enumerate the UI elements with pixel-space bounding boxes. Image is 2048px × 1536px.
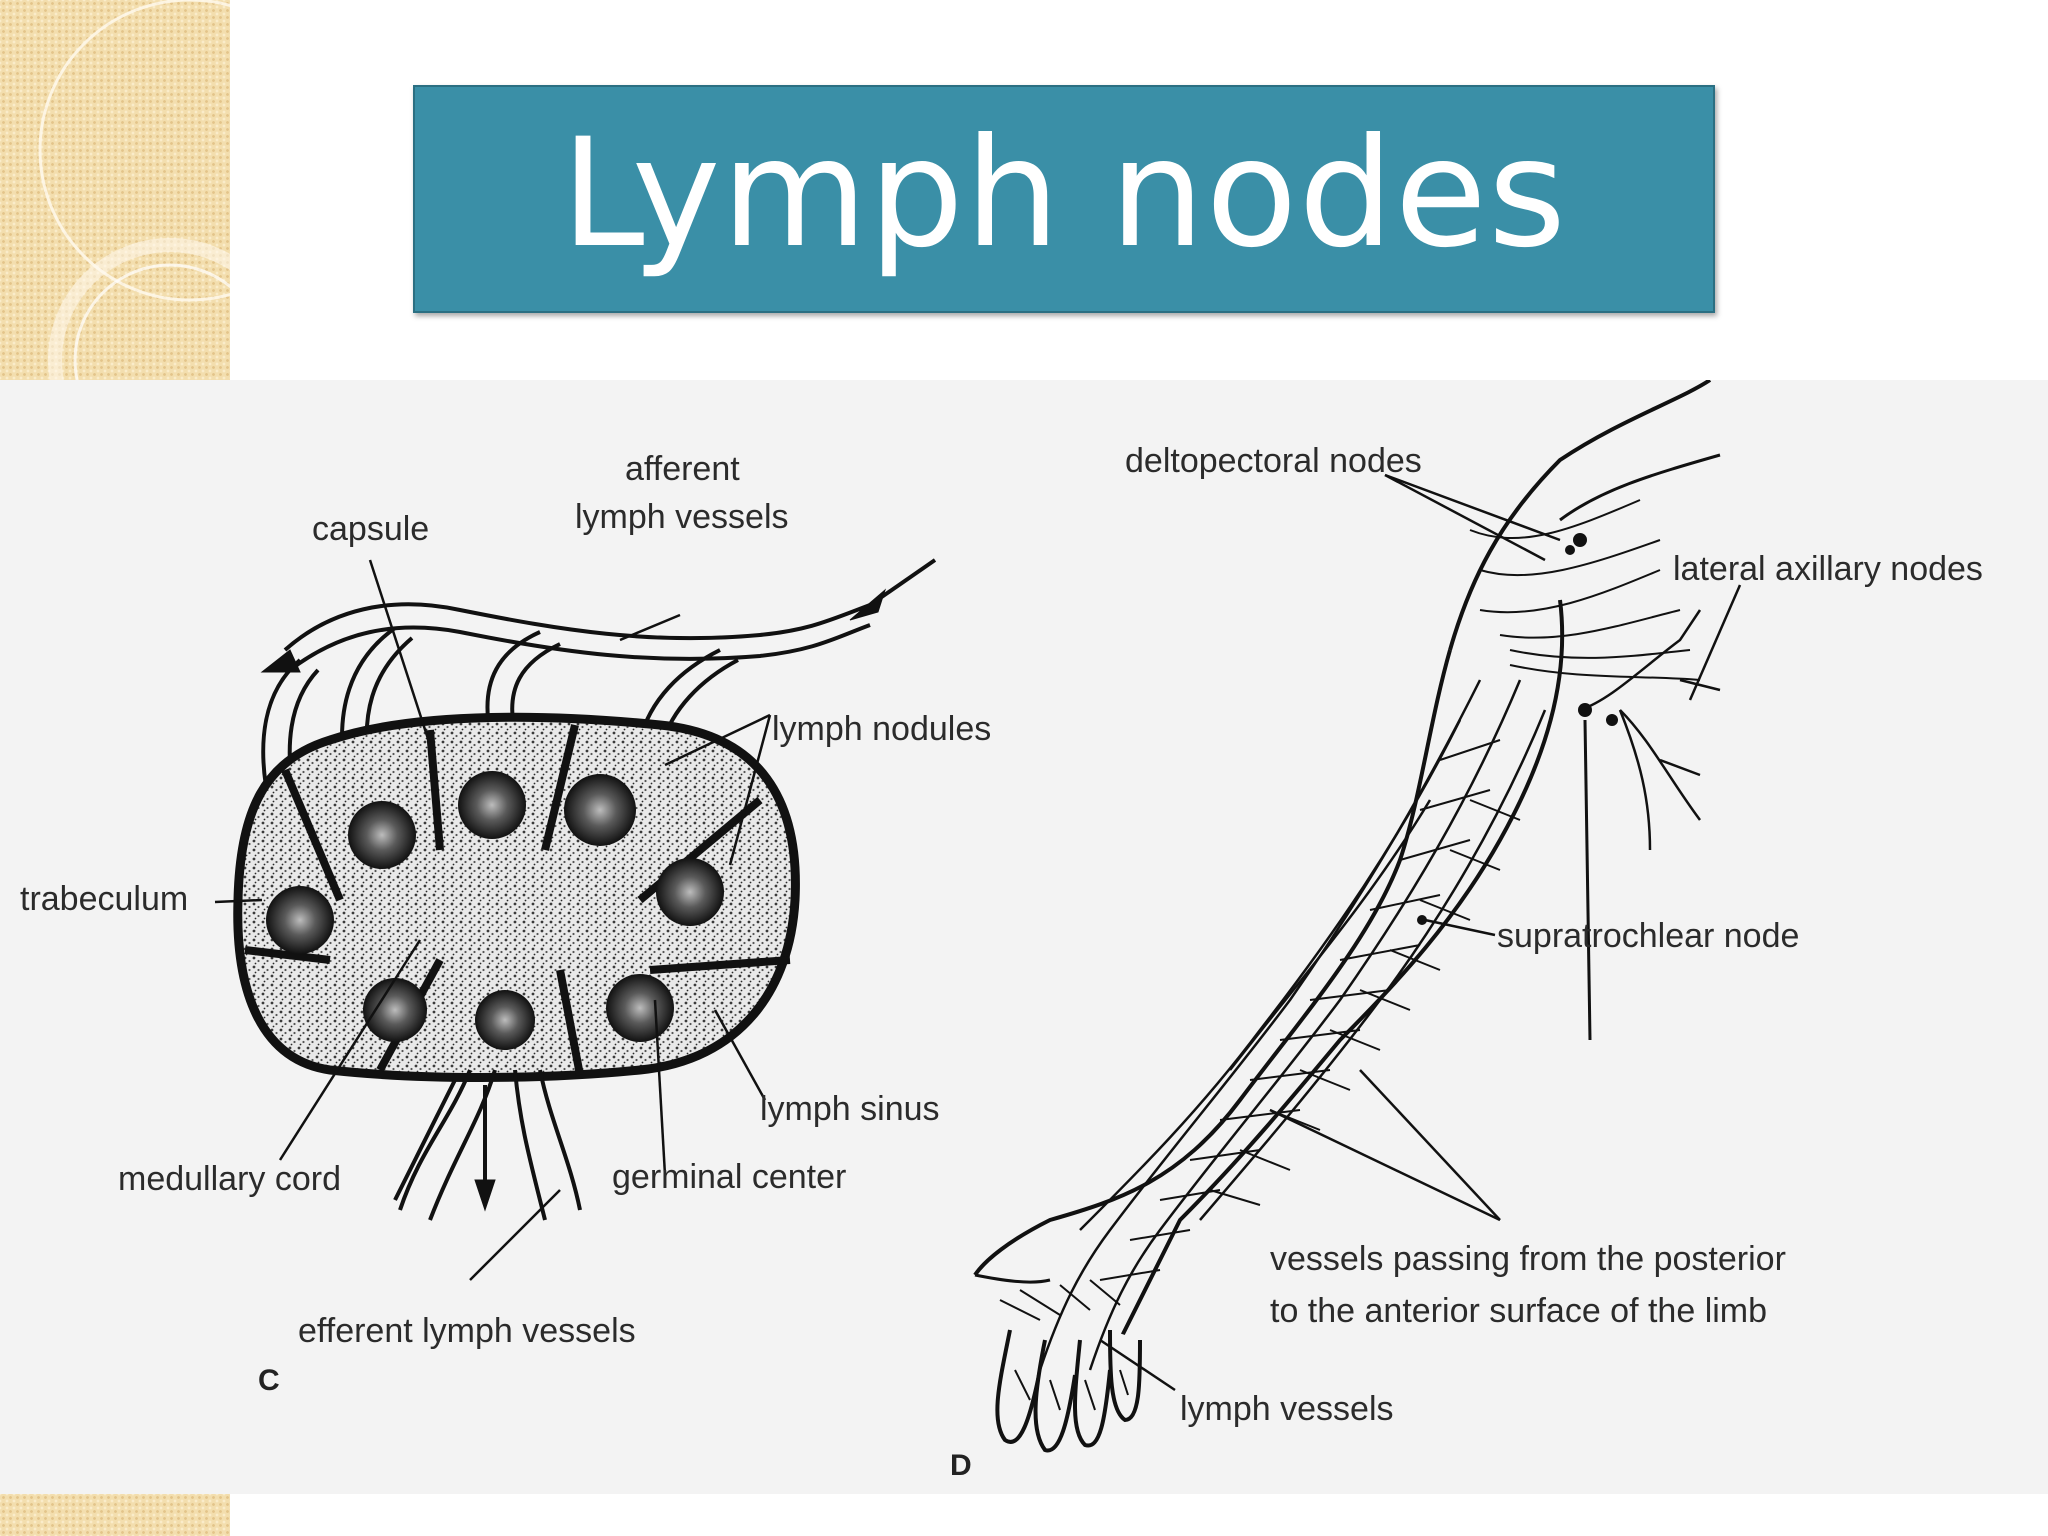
panel-c-labels: afferent lymph vessels capsule lymph nod… [20, 450, 991, 1397]
label-deltopectoral-nodes: deltopectoral nodes [1125, 442, 1422, 480]
label-supratrochlear-node: supratrochlear node [1497, 917, 1799, 955]
panel-d-drawing [973, 380, 1742, 1453]
label-lymph-vessels: lymph vessels [1180, 1390, 1394, 1428]
lymph-node-figure: afferent lymph vessels capsule lymph nod… [0, 380, 2048, 1494]
label-lateral-axillary-nodes: lateral axillary nodes [1673, 550, 1983, 588]
decorative-pattern-bottom [0, 1494, 230, 1536]
label-lymph-sinus: lymph sinus [760, 1090, 940, 1128]
panel-d-letter: D [950, 1449, 972, 1482]
label-germinal-center: germinal center [612, 1158, 846, 1196]
panel-d-labels: deltopectoral nodes lateral axillary nod… [950, 442, 1983, 1482]
slide-title: Lymph nodes [560, 107, 1568, 281]
label-afferent-line2: lymph vessels [575, 498, 789, 536]
label-capsule: capsule [312, 510, 429, 548]
label-efferent-lymph-vessels: efferent lymph vessels [298, 1312, 636, 1350]
title-banner: Lymph nodes [413, 85, 1715, 313]
panel-c-drawing [214, 558, 937, 1281]
label-afferent-line1: afferent [625, 450, 740, 488]
label-vessels-line1: vessels passing from the posterior [1270, 1240, 1786, 1278]
label-vessels-line2: to the anterior surface of the limb [1270, 1292, 1767, 1330]
label-lymph-nodules: lymph nodules [772, 710, 991, 748]
decorative-rings [38, 0, 230, 380]
figure-drawing: afferent lymph vessels capsule lymph nod… [20, 380, 1983, 1482]
panel-c-letter: C [258, 1364, 280, 1397]
label-trabeculum: trabeculum [20, 880, 188, 918]
decorative-pattern-top [0, 0, 230, 380]
label-medullary-cord: medullary cord [118, 1160, 341, 1198]
